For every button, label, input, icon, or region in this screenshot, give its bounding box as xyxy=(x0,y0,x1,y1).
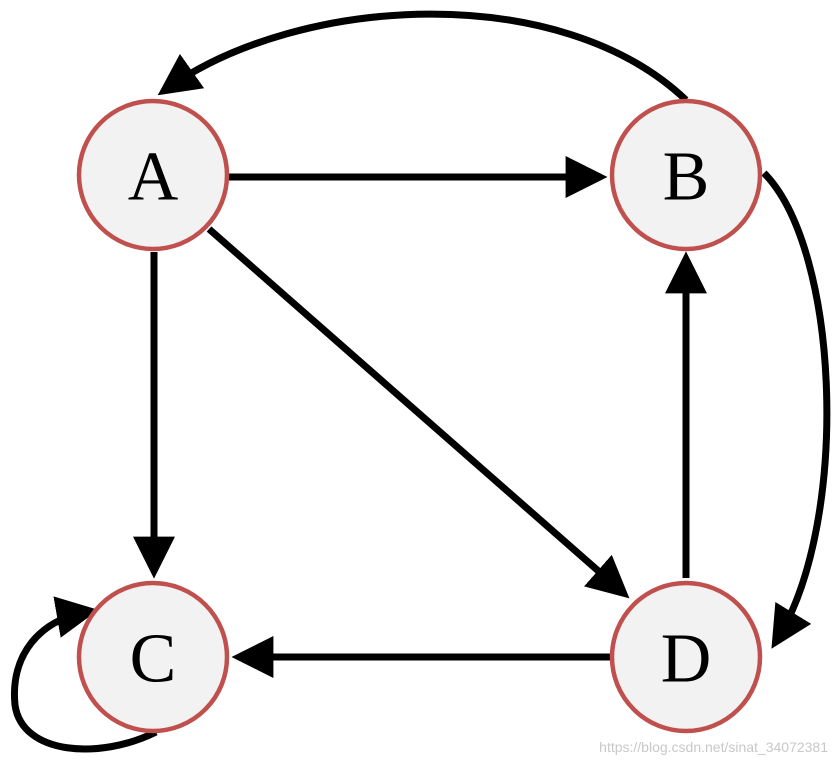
node-c: C xyxy=(76,580,230,734)
edge-b-to-a xyxy=(157,10,689,103)
edge-b-to-d xyxy=(761,170,831,649)
node-d-label: D xyxy=(661,621,712,698)
node-b: B xyxy=(609,98,763,252)
node-b-circle xyxy=(609,98,763,252)
node-c-label: C xyxy=(130,621,177,698)
node-b-label: B xyxy=(663,139,710,216)
watermark-text: https://blog.csdn.net/sinat_34072381 xyxy=(599,739,828,755)
node-a-circle xyxy=(76,98,230,252)
node-c-circle xyxy=(76,580,230,734)
edge-a-to-d xyxy=(206,226,630,599)
node-d: D xyxy=(609,580,763,734)
edge-c-self-loop xyxy=(10,596,158,753)
node-a-label: A xyxy=(128,139,179,216)
nodes: A B C D xyxy=(76,98,763,734)
edges xyxy=(10,10,831,753)
node-d-circle xyxy=(609,580,763,734)
node-a: A xyxy=(76,98,230,252)
